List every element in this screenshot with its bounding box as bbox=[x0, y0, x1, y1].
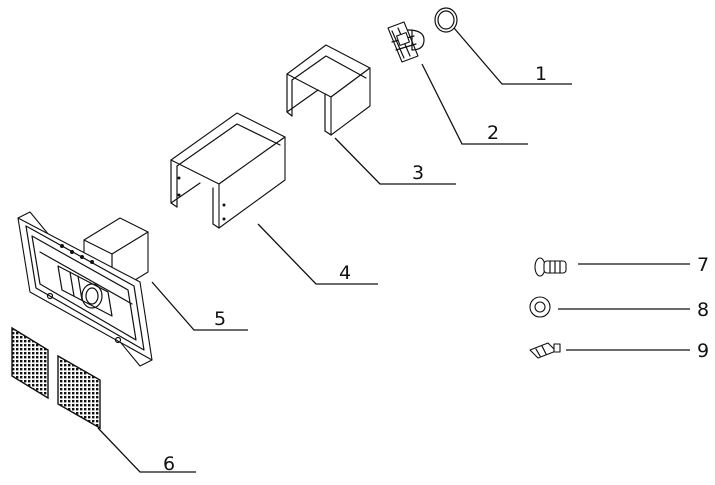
callout-number-8: 8 bbox=[697, 299, 709, 321]
ring-icon bbox=[434, 7, 458, 33]
callout-line-5 bbox=[151, 281, 248, 331]
callout-line-6 bbox=[97, 427, 196, 473]
washer-icon bbox=[529, 296, 551, 318]
hood-body-icon bbox=[17, 211, 153, 367]
callout-number-3: 3 bbox=[412, 162, 424, 184]
screw-icon bbox=[534, 257, 567, 277]
callout-number-9: 9 bbox=[697, 340, 709, 362]
callout-line-3 bbox=[334, 137, 456, 185]
callout-number-2: 2 bbox=[487, 122, 499, 144]
grease-filter-icon bbox=[11, 326, 101, 430]
callout-line-1 bbox=[453, 27, 572, 85]
callout-number-7: 7 bbox=[697, 254, 709, 276]
callout-number-1: 1 bbox=[535, 63, 547, 85]
callout-number-4: 4 bbox=[339, 262, 351, 284]
callout-line-2 bbox=[421, 63, 528, 145]
wall-plug-icon bbox=[529, 342, 561, 359]
callout-number-5: 5 bbox=[214, 308, 226, 330]
callout-number-6: 6 bbox=[163, 453, 175, 475]
flange-connector-icon bbox=[387, 21, 425, 63]
lower-chimney-cover-icon bbox=[170, 112, 286, 229]
callout-line-4 bbox=[257, 223, 378, 285]
upper-chimney-cover-icon bbox=[286, 44, 371, 136]
